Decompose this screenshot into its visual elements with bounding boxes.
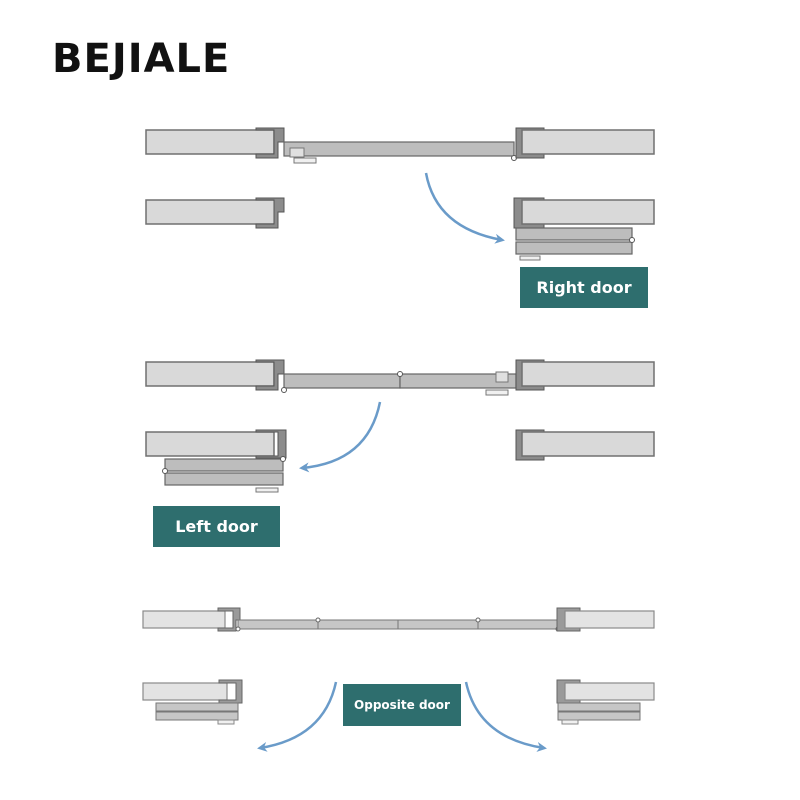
folded-door-panel bbox=[515, 227, 633, 241]
wall-right bbox=[521, 199, 655, 225]
hinge bbox=[475, 617, 481, 623]
swing-arrow-left bbox=[299, 401, 382, 473]
hinge bbox=[315, 617, 321, 623]
opposite-door-closed bbox=[142, 607, 655, 632]
wall-left bbox=[145, 199, 277, 225]
right-door-label: Right door bbox=[520, 267, 648, 308]
door-panel bbox=[317, 619, 399, 630]
wall-left bbox=[142, 682, 228, 701]
wall-left bbox=[145, 361, 275, 387]
frame-left bbox=[217, 607, 241, 632]
wall-left bbox=[142, 610, 226, 629]
latch bbox=[485, 389, 509, 396]
door-panel bbox=[237, 619, 319, 630]
folded-door-panel bbox=[155, 702, 239, 712]
pivot bbox=[281, 387, 287, 393]
wall-right bbox=[521, 129, 655, 155]
door-panel bbox=[283, 141, 515, 157]
swing-arrow-right bbox=[424, 172, 505, 244]
wall-left bbox=[145, 129, 275, 155]
wall-right bbox=[521, 431, 655, 457]
frame-left bbox=[255, 429, 287, 459]
folded-door-panel bbox=[557, 702, 641, 712]
frame-left bbox=[255, 359, 285, 391]
latch bbox=[217, 719, 235, 725]
swing-arrow-opposite-left bbox=[257, 681, 338, 752]
right-door-open bbox=[145, 197, 655, 261]
wall-left bbox=[145, 431, 275, 457]
handle bbox=[289, 147, 305, 158]
latch bbox=[519, 255, 541, 261]
hinge bbox=[397, 371, 403, 377]
wall-right bbox=[521, 361, 655, 387]
frame-left bbox=[218, 679, 243, 704]
wall-right bbox=[564, 682, 655, 701]
door-panel bbox=[397, 619, 479, 630]
door-panel bbox=[477, 619, 559, 630]
pivot bbox=[280, 456, 286, 462]
handle bbox=[495, 371, 509, 383]
right-door-closed bbox=[145, 127, 655, 164]
swing-arrow-opposite-right bbox=[464, 681, 547, 752]
frame-left bbox=[255, 127, 285, 159]
folded-door-panel bbox=[515, 241, 633, 255]
pivot bbox=[629, 237, 635, 243]
folded-door-panel bbox=[164, 458, 284, 472]
folded-door-panel bbox=[155, 711, 239, 721]
latch bbox=[561, 719, 579, 725]
left-door-open bbox=[145, 429, 655, 493]
pivot bbox=[162, 468, 168, 474]
latch bbox=[293, 157, 317, 164]
wall-right bbox=[564, 610, 655, 629]
opposite-door-label: Opposite door bbox=[343, 684, 461, 726]
frame-left bbox=[255, 197, 285, 229]
door-panel bbox=[283, 373, 401, 389]
left-door-label: Left door bbox=[153, 506, 280, 547]
left-door-closed bbox=[145, 359, 655, 396]
folded-door-panel bbox=[164, 472, 284, 486]
opposite-door-open bbox=[142, 679, 655, 725]
folded-door-panel bbox=[557, 711, 641, 721]
pivot bbox=[235, 626, 241, 632]
brand-logo: BEJIALE bbox=[52, 36, 231, 82]
latch bbox=[255, 487, 279, 493]
